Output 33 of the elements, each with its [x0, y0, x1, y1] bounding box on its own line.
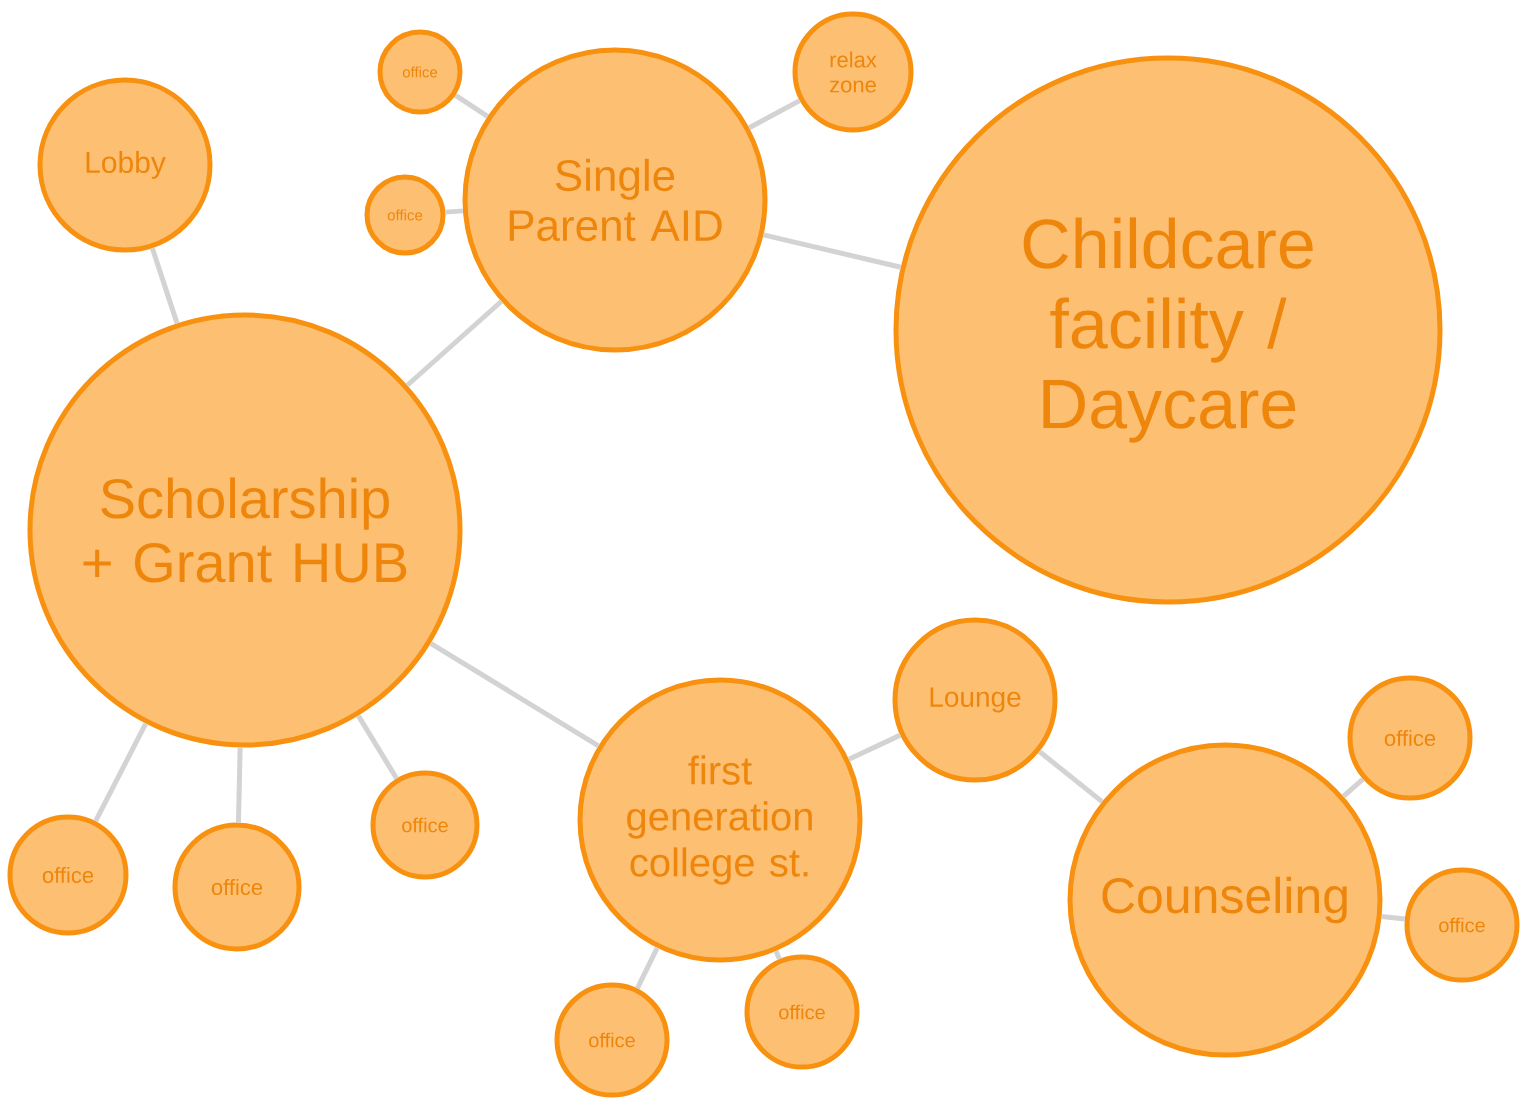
connector-line — [1341, 777, 1365, 799]
connector-line — [235, 747, 243, 823]
connector-line — [429, 641, 600, 748]
bubble: office — [370, 770, 480, 880]
bubble: office — [554, 982, 670, 1098]
bubble: Scholarship + Grant HUB — [27, 312, 463, 748]
bubble: first generation college st. — [577, 677, 863, 963]
bubble: office — [1404, 867, 1520, 983]
connector-line — [762, 232, 902, 270]
bubble: office — [7, 814, 129, 936]
connector-line — [635, 946, 660, 990]
connector-line — [149, 247, 180, 325]
bubble: office — [364, 174, 446, 256]
connector-line — [748, 98, 801, 130]
bubble: relax zone — [792, 11, 914, 133]
bubble: Childcare facility / Daycare — [893, 55, 1443, 605]
connector-line — [1381, 914, 1406, 922]
connector-line — [356, 714, 399, 780]
bubble: Lounge — [892, 617, 1058, 783]
bubble: Single Parent AID — [462, 47, 768, 353]
bubble: Counseling — [1067, 742, 1383, 1058]
connector-line — [93, 722, 148, 823]
bubble: office — [744, 954, 860, 1070]
connector-line — [1037, 749, 1104, 804]
connector-line — [454, 93, 489, 119]
connector-line — [847, 732, 902, 762]
bubble: office — [1347, 675, 1473, 801]
connector-line — [405, 299, 503, 388]
bubble: office — [377, 29, 463, 115]
connector-line — [445, 208, 464, 215]
bubble: office — [172, 822, 302, 952]
connector-line — [773, 950, 782, 961]
bubble: Lobby — [37, 77, 213, 253]
